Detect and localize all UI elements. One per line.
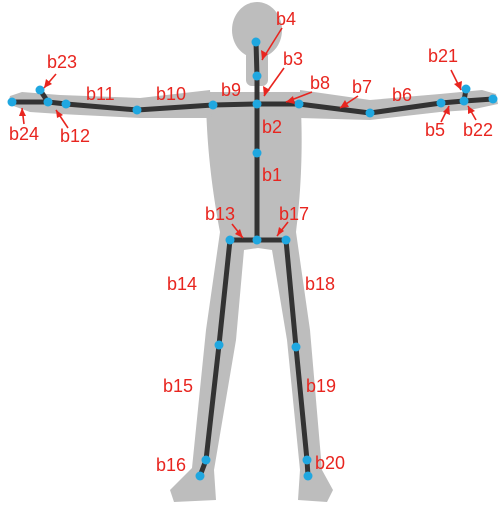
joint-head-top	[251, 37, 261, 47]
joint-chest	[252, 99, 262, 109]
joint-right-thumb	[461, 84, 471, 94]
label-b5: b5	[425, 120, 445, 140]
bone-b18	[283, 237, 299, 350]
joint-left-thumb	[35, 85, 45, 95]
bone-labels: b4 b3 b8 b7 b6 b21 b5 b22 b9 b2 b1 b10 b…	[9, 9, 493, 475]
joint-left-elbow	[61, 99, 71, 109]
label-b22: b22	[463, 120, 493, 140]
joint-right-knee	[291, 342, 301, 352]
label-b10: b10	[156, 84, 186, 104]
bone-b22	[461, 96, 496, 104]
label-b11: b11	[86, 84, 115, 104]
label-b16: b16	[156, 455, 186, 475]
joint-neck	[252, 71, 262, 81]
label-b9: b9	[221, 80, 241, 100]
label-b21: b21	[428, 46, 458, 66]
label-b24: b24	[9, 124, 39, 144]
arrow-b13-head	[235, 229, 243, 238]
label-b4: b4	[276, 9, 296, 29]
joint-left-foot	[195, 471, 205, 481]
joint-right-hip	[281, 235, 291, 245]
arrow-b17-head	[277, 227, 284, 236]
joint-pelvis	[252, 235, 262, 245]
label-b15: b15	[163, 376, 193, 396]
label-b17: b17	[279, 204, 309, 224]
joint-left-wrist	[43, 97, 53, 107]
bone-b19	[293, 344, 310, 463]
joint-right-elbow	[436, 98, 446, 108]
joint-left-knee	[214, 340, 224, 350]
label-b14: b14	[167, 274, 197, 294]
joint-left-hand	[7, 97, 17, 107]
arrow-b5-head	[443, 106, 450, 115]
bone-b14	[216, 237, 233, 348]
label-b7: b7	[352, 77, 372, 97]
arrow-b4-head	[261, 50, 268, 60]
joints	[7, 37, 498, 481]
joint-right-shoulder	[365, 108, 375, 118]
joint-right-ankle	[302, 455, 312, 465]
label-b3: b3	[283, 49, 303, 69]
bone-b9	[210, 101, 260, 108]
joint-left-hip	[225, 235, 235, 245]
joint-right-foot	[303, 471, 313, 481]
joint-right-wrist	[459, 96, 469, 106]
label-b13: b13	[205, 204, 235, 224]
arrow-b23-head	[44, 79, 52, 88]
arrow-b24-head	[19, 108, 26, 116]
joint-right-hand	[488, 94, 498, 104]
label-b1: b1	[262, 165, 282, 185]
arrow-b8-head	[286, 96, 295, 104]
pointer-arrows	[19, 27, 477, 239]
torso-legs-shape	[170, 92, 333, 502]
label-b20: b20	[315, 453, 345, 473]
joint-left-shoulder	[132, 105, 142, 115]
arrow-b7-head	[340, 100, 349, 108]
joint-left-clavicle	[208, 100, 218, 110]
joint-left-ankle	[201, 455, 211, 465]
label-b12: b12	[60, 126, 90, 146]
label-b19: b19	[306, 376, 336, 396]
bone-b6	[367, 100, 444, 116]
joint-right-clavicle	[294, 99, 304, 109]
arrow-b21-head	[454, 81, 462, 90]
joint-spine	[252, 148, 262, 158]
bone-b11	[63, 101, 140, 113]
label-b2: b2	[262, 117, 282, 137]
label-b23: b23	[47, 52, 77, 72]
arrow-b22-head	[468, 106, 475, 114]
bone-b4	[253, 39, 260, 79]
label-b18: b18	[305, 274, 335, 294]
bone-b15	[203, 342, 222, 463]
head-shape	[232, 2, 282, 58]
bone-b10	[134, 102, 216, 113]
label-b8: b8	[310, 73, 330, 93]
label-b6: b6	[392, 85, 412, 105]
bone-b7	[296, 101, 373, 116]
arrow-b3-head	[263, 86, 270, 96]
arrow-b12-head	[56, 110, 63, 118]
